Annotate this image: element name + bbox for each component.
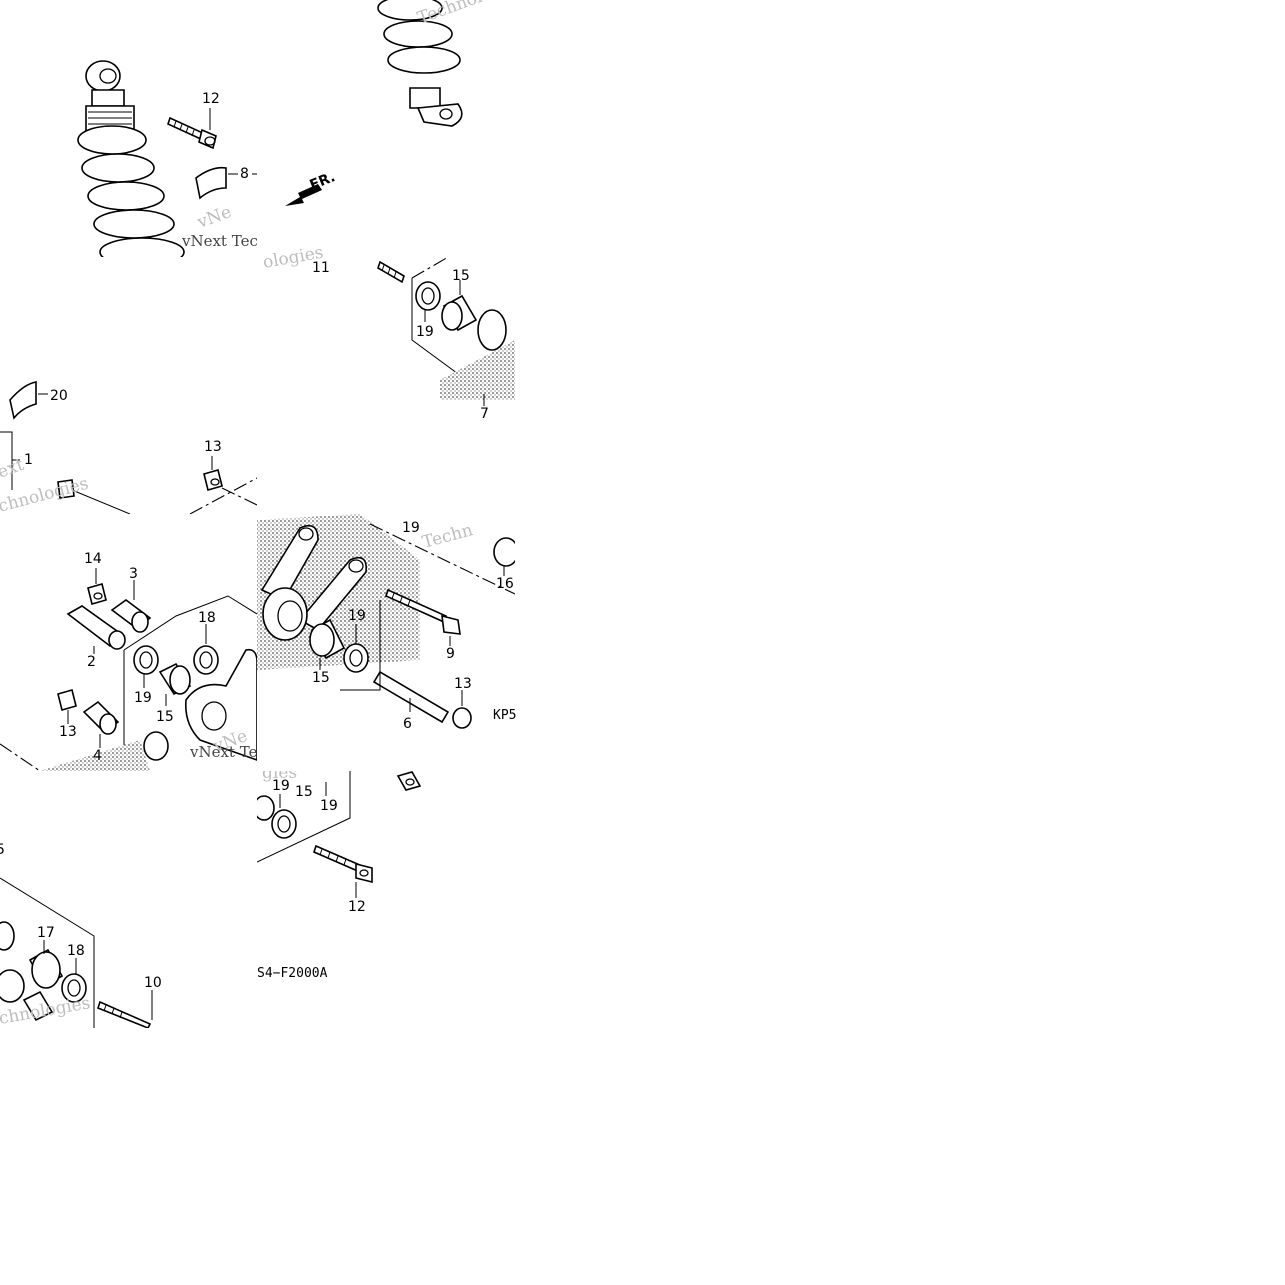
callout-4: 4	[93, 748, 102, 764]
callout-15-link: 15	[312, 670, 330, 686]
tile-collars-bearings: vNext Tec vNe	[0, 568, 266, 771]
callout-19-lower: 19	[348, 608, 366, 624]
callout-19-lowerlink-b: 19	[320, 798, 338, 814]
callout-16: 16	[496, 576, 514, 592]
tile-lower-link: gies	[257, 763, 422, 898]
shock-absorber	[77, 60, 185, 257]
callout-20: 20	[50, 388, 68, 404]
callout-18-pivot: 18	[67, 943, 85, 959]
callout-1: 1	[24, 452, 33, 468]
callout-17: 17	[37, 925, 55, 941]
callout-6: 6	[403, 716, 412, 732]
watermark-10: gies	[262, 763, 297, 783]
callout-19-bearing: 19	[134, 690, 152, 706]
label-8-part	[195, 166, 257, 200]
tile-spring-bottom: Technologies	[377, 0, 515, 127]
tile-shock-absorber: 12 8 vNext Technologies vNe	[77, 60, 331, 257]
callout-7: 7	[480, 406, 489, 422]
tile-link-assembly: Techn	[257, 514, 515, 729]
partial-code: KP5	[493, 708, 516, 723]
watermark-8: vNext Tec	[189, 743, 266, 761]
callout-2: 2	[87, 654, 96, 670]
callout-15: 15	[452, 268, 470, 284]
callout-19-lowerlink: 19	[272, 778, 290, 794]
tile-pivot: chnologies	[0, 877, 153, 1028]
callout-19-upper: 19	[402, 520, 420, 536]
diagram-code: S4−F2000A	[257, 966, 328, 981]
callout-13-collar: 13	[59, 724, 77, 740]
callout-10: 10	[144, 975, 162, 991]
watermark-1: vNext Technologies	[181, 232, 331, 250]
callout-13-link: 13	[454, 676, 472, 692]
callout-5: 5	[0, 842, 5, 858]
callout-3: 3	[129, 566, 138, 582]
tile-shock-lower	[377, 257, 515, 406]
callout-9: 9	[446, 646, 455, 662]
callout-19: 19	[416, 324, 434, 340]
callout-18: 18	[198, 610, 216, 626]
callout-12-lowerlink: 12	[348, 899, 366, 915]
bolt-12	[167, 116, 217, 150]
callout-8: 8	[240, 166, 249, 182]
callout-15-bearing: 15	[156, 709, 174, 725]
callout-12: 12	[202, 91, 220, 107]
callout-14: 14	[84, 551, 102, 567]
callout-15-lowerlink: 15	[295, 784, 313, 800]
callout-11: 11	[312, 260, 330, 276]
callout-13: 13	[204, 439, 222, 455]
